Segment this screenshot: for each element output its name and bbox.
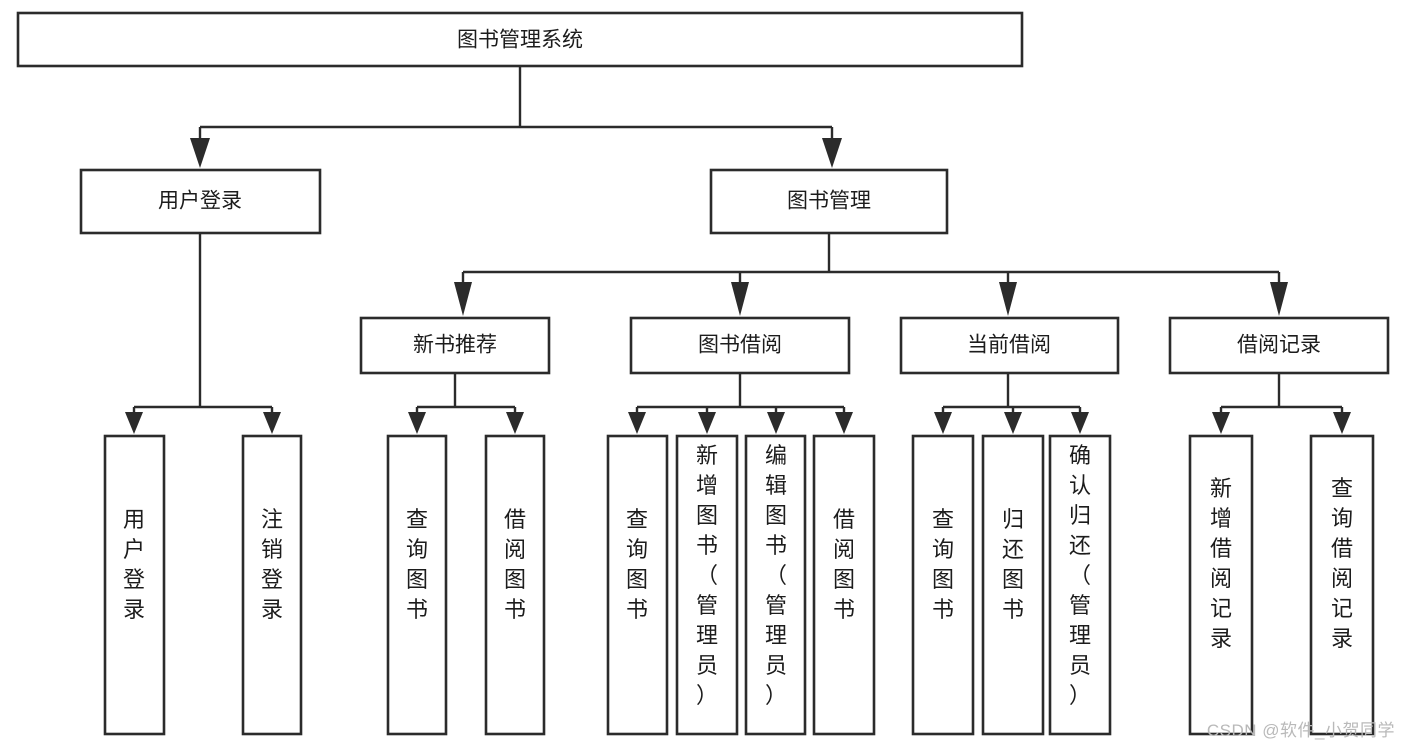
node-book-manage-box[interactable] [709, 168, 949, 235]
leaf-add-record-label: 新增借阅记录 [1210, 476, 1232, 651]
arrow-head-leaf-add-record [1212, 412, 1230, 434]
arrow-head-leaf-query-record [1333, 412, 1351, 434]
node-book-borrow-label: 图书借阅 [698, 334, 782, 357]
node-user-login-box[interactable] [79, 168, 322, 235]
leaf-confirm-return-label: 确认归还（管理员） [1069, 443, 1091, 708]
leaf-query-record[interactable]: 查询借阅记录 [1309, 434, 1375, 736]
arrow-head-book-borrow [731, 282, 749, 316]
leaf-return-book[interactable]: 归还图书 [981, 434, 1045, 736]
node-root[interactable]: 图书管理系统 [16, 11, 1024, 68]
leaf-user-login[interactable]: 用户登录 [103, 434, 166, 736]
leaf-add-book-box[interactable] [675, 434, 739, 736]
node-user-login-label: 用户登录 [158, 190, 242, 213]
arrow-head-leaf-confirm-return [1071, 412, 1089, 434]
leaf-query-book-2-box[interactable] [606, 434, 669, 736]
node-new-book-rec[interactable]: 新书推荐 [359, 316, 551, 375]
arrow-head-leaf-return-book [1004, 412, 1022, 434]
arrow-head-leaf-borrow-book-2 [835, 412, 853, 434]
leaf-query-book-3-box[interactable] [911, 434, 975, 736]
leaf-add-record[interactable]: 新增借阅记录 [1188, 434, 1254, 736]
leaf-edit-book-box[interactable] [744, 434, 807, 736]
leaf-user-logout-box[interactable] [241, 434, 303, 736]
leaf-query-book-1-label: 查询图书 [406, 507, 428, 622]
leaf-confirm-return[interactable]: 确认归还（管理员） [1048, 434, 1112, 736]
leaf-borrow-book-1-label: 借阅图书 [504, 507, 526, 622]
node-new-book-rec-box[interactable] [359, 316, 551, 375]
node-book-manage[interactable]: 图书管理 [709, 168, 949, 235]
leaf-user-login-label: 用户登录 [123, 507, 145, 622]
leaf-add-book-label: 新增图书（管理员） [696, 443, 718, 708]
leaf-query-book-1[interactable]: 查询图书 [386, 434, 448, 736]
node-new-book-rec-label: 新书推荐 [413, 334, 497, 357]
arrow-head-leaf-query-book-2 [628, 412, 646, 434]
node-current-borrow[interactable]: 当前借阅 [899, 316, 1120, 375]
leaf-query-book-2-label: 查询图书 [626, 507, 648, 622]
leaf-user-login-box[interactable] [103, 434, 166, 736]
arrow-head-borrow-record [1270, 282, 1288, 316]
leaf-query-book-3-label: 查询图书 [932, 507, 954, 622]
arrow-head-new-book-rec [454, 282, 472, 316]
node-current-borrow-label: 当前借阅 [967, 334, 1051, 357]
leaf-query-book-2[interactable]: 查询图书 [606, 434, 669, 736]
leaf-query-book-3[interactable]: 查询图书 [911, 434, 975, 736]
node-root-box[interactable] [16, 11, 1024, 68]
leaf-add-book[interactable]: 新增图书（管理员） [675, 434, 739, 736]
arrow-head-leaf-query-book-1 [408, 412, 426, 434]
arrow-head-leaf-add-book [698, 412, 716, 434]
leaf-borrow-book-2-label: 借阅图书 [833, 507, 855, 622]
leaf-user-logout-label: 注销登录 [261, 507, 283, 622]
node-current-borrow-box[interactable] [899, 316, 1120, 375]
node-root-label: 图书管理系统 [457, 29, 583, 52]
leaf-user-logout[interactable]: 注销登录 [241, 434, 303, 736]
leaf-confirm-return-box[interactable] [1048, 434, 1112, 736]
node-borrow-record-box[interactable] [1168, 316, 1390, 375]
arrow-head-leaf-borrow-book-1 [506, 412, 524, 434]
leaf-query-record-label: 查询借阅记录 [1331, 476, 1353, 651]
leaf-query-book-1-box[interactable] [386, 434, 448, 736]
node-borrow-record[interactable]: 借阅记录 [1168, 316, 1390, 375]
arrow-head-leaf-edit-book [767, 412, 785, 434]
node-book-borrow-box[interactable] [629, 316, 851, 375]
leaf-borrow-book-1[interactable]: 借阅图书 [484, 434, 546, 736]
node-user-login[interactable]: 用户登录 [79, 168, 322, 235]
leaf-borrow-book-2[interactable]: 借阅图书 [812, 434, 876, 736]
leaf-edit-book-label: 编辑图书（管理员） [765, 443, 787, 708]
leaf-add-record-box[interactable] [1188, 434, 1254, 736]
arrow-head-leaf-user-login [125, 412, 143, 434]
leaf-edit-book[interactable]: 编辑图书（管理员） [744, 434, 807, 736]
node-book-borrow[interactable]: 图书借阅 [629, 316, 851, 375]
node-borrow-record-label: 借阅记录 [1237, 334, 1321, 357]
leaf-borrow-book-2-box[interactable] [812, 434, 876, 736]
arrow-head-leaf-query-book-3 [934, 412, 952, 434]
arrow-head-leaf-user-logout [263, 412, 281, 434]
leaf-borrow-book-1-box[interactable] [484, 434, 546, 736]
arrow-head-current-borrow [999, 282, 1017, 316]
arrow-head-book-manage [822, 138, 842, 168]
leaf-return-book-label: 归还图书 [1002, 507, 1024, 622]
leaf-return-book-box[interactable] [981, 434, 1045, 736]
connector-layer [125, 66, 1351, 434]
arrow-head-user-login [190, 138, 210, 168]
node-book-manage-label: 图书管理 [787, 190, 871, 213]
leaf-query-record-box[interactable] [1309, 434, 1375, 736]
